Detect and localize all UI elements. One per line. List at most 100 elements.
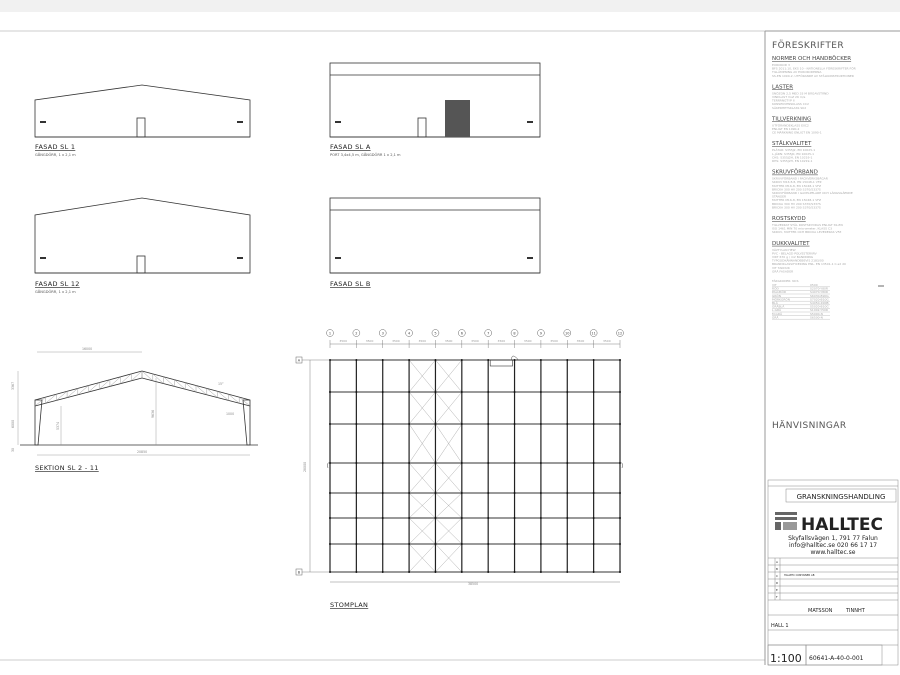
dim-spacing: 3500: [418, 339, 426, 343]
axis-bubble: [510, 329, 519, 337]
column: [408, 571, 411, 573]
column: [619, 543, 621, 545]
notes-heading: SKRUVFÖRBAND: [772, 169, 818, 176]
column: [566, 391, 569, 393]
column: [566, 492, 569, 494]
truss-web: [45, 394, 57, 404]
column: [381, 517, 384, 519]
revision-letter: E: [776, 588, 778, 592]
column: [619, 492, 621, 494]
colour-code: 0500: [810, 283, 818, 287]
column: [513, 462, 516, 464]
company-contact: info@halltec.se 020 66 17 17: [789, 542, 877, 549]
notes-line: SÄKERHETSKLASS SK2: [772, 105, 806, 110]
truss-web: [34, 396, 46, 407]
bracing: [408, 423, 436, 464]
notes-heading: TILLVERKNING: [771, 116, 811, 122]
column: [434, 462, 437, 464]
fasad-sla-subtitle: PORT 3,4x4,5 m, GÅNGDÖRR 1 x 2,1 m: [330, 152, 401, 157]
colour-name: MÖRKGRÖN: [772, 296, 790, 301]
column: [566, 571, 569, 573]
column: [539, 359, 542, 361]
port: [445, 100, 470, 137]
column: [539, 462, 542, 464]
bracing: [435, 462, 462, 494]
truss-plan: [489, 359, 513, 367]
column: [434, 492, 437, 494]
column: [619, 359, 621, 361]
column: [487, 423, 490, 425]
axis-bubble: [378, 329, 387, 337]
door-swing: [327, 462, 331, 469]
notes-line: SKRUV M16 8.8, EN 15048-1 VFZ: [772, 180, 822, 184]
column: [355, 492, 358, 494]
column: [460, 462, 463, 464]
stomplan-title: STOMPLAN: [330, 601, 368, 609]
notes-line: MUTTER M16-8, EN 15048-1 VFZ: [772, 198, 821, 202]
dim-spacing: 3500: [471, 339, 479, 343]
axis-bubble: [431, 329, 440, 337]
column: [460, 543, 463, 545]
notes-line: PLÅTAR: S355J2, EN 10025-1: [772, 147, 815, 152]
notes-heading: STÅLKVALITET: [772, 140, 812, 147]
column: [381, 423, 384, 425]
dim-spacing: 3500: [339, 339, 347, 343]
column: [460, 391, 463, 393]
column: [381, 571, 384, 573]
notes-line: KONSEKVENSKLASS CC2: [772, 102, 809, 106]
colour-table-title: FÄRGKODER: NCS: [772, 278, 799, 283]
truss-web: [239, 396, 251, 407]
truss-web: [217, 391, 229, 401]
fasad-slb-drawing: [329, 197, 541, 274]
fasad-sl12-drawing: [34, 197, 251, 274]
revision-letter: F: [776, 595, 778, 599]
dim-depth: 28000: [303, 462, 307, 472]
notes-line: PVC - BELAGD POLYESTERVÄV: [772, 250, 818, 255]
dim-spacing: 3500: [524, 339, 532, 343]
truss-web: [152, 373, 164, 384]
checker: TINNHT: [845, 608, 866, 614]
column: [408, 462, 411, 464]
column: [434, 423, 437, 425]
axis-bubble: [616, 329, 624, 337]
column: [329, 423, 331, 425]
notes-line: SKRUV, MUTTER OCH BRICKA LEVERERAS VFZ: [772, 230, 841, 234]
column: [434, 359, 437, 361]
dim-spacing: 3500: [498, 339, 506, 343]
notes-line: VÄVTYLAN HEW: [772, 247, 796, 252]
truss-web: [185, 382, 197, 393]
dim-angle: 15°: [218, 382, 224, 386]
designer: MATSSON: [808, 608, 833, 614]
colour-name: GRÖN: [772, 293, 781, 298]
column: [408, 492, 411, 494]
notes-line: BRICKA 300 HV 200 S370/S337S: [772, 205, 821, 209]
colour-code: S7020-B10G: [810, 297, 829, 301]
column: [381, 359, 384, 361]
notes-line: UTFÖRANDEKLASS EXC2: [772, 122, 809, 127]
column: [381, 543, 384, 545]
column: [513, 492, 516, 494]
fasad-sl12-subtitle: GÅNGDÖRR, 1 x 2,1 m: [35, 289, 76, 294]
notes-line: CE MÄRKNING ENLIGT EN 1090-1: [772, 130, 822, 135]
door-swing: [619, 462, 623, 469]
column: [539, 492, 542, 494]
truss-web: [131, 370, 143, 381]
column: [513, 391, 516, 393]
column: [381, 391, 384, 393]
bracing: [408, 543, 436, 573]
notes-line: TERRÄNGTYP II: [771, 98, 795, 103]
fasad-sla-title: FASAD SL A: [330, 143, 371, 151]
notes-line: VINDLAST Vref 26 m/s: [772, 95, 806, 99]
colour-name: L.GRÅ: [772, 307, 782, 312]
truss-web: [77, 385, 89, 395]
truss-web: [99, 379, 111, 390]
column: [487, 359, 490, 361]
viewer-toolbar: [0, 0, 900, 12]
notes-line: SKRUVFÖRBAND I FACKVERKSBÅGAR: [772, 176, 828, 181]
colour-code: S4070-Y80R: [810, 290, 828, 294]
column: [592, 462, 595, 464]
notes-line: SKRUVFÖRBAND I GAVELPELARE OCH LÄNGSGÅEN…: [772, 190, 853, 195]
notes-line: RHS: S355J2H, EN 10219-1: [772, 159, 813, 163]
axis-label: 5: [434, 332, 436, 336]
